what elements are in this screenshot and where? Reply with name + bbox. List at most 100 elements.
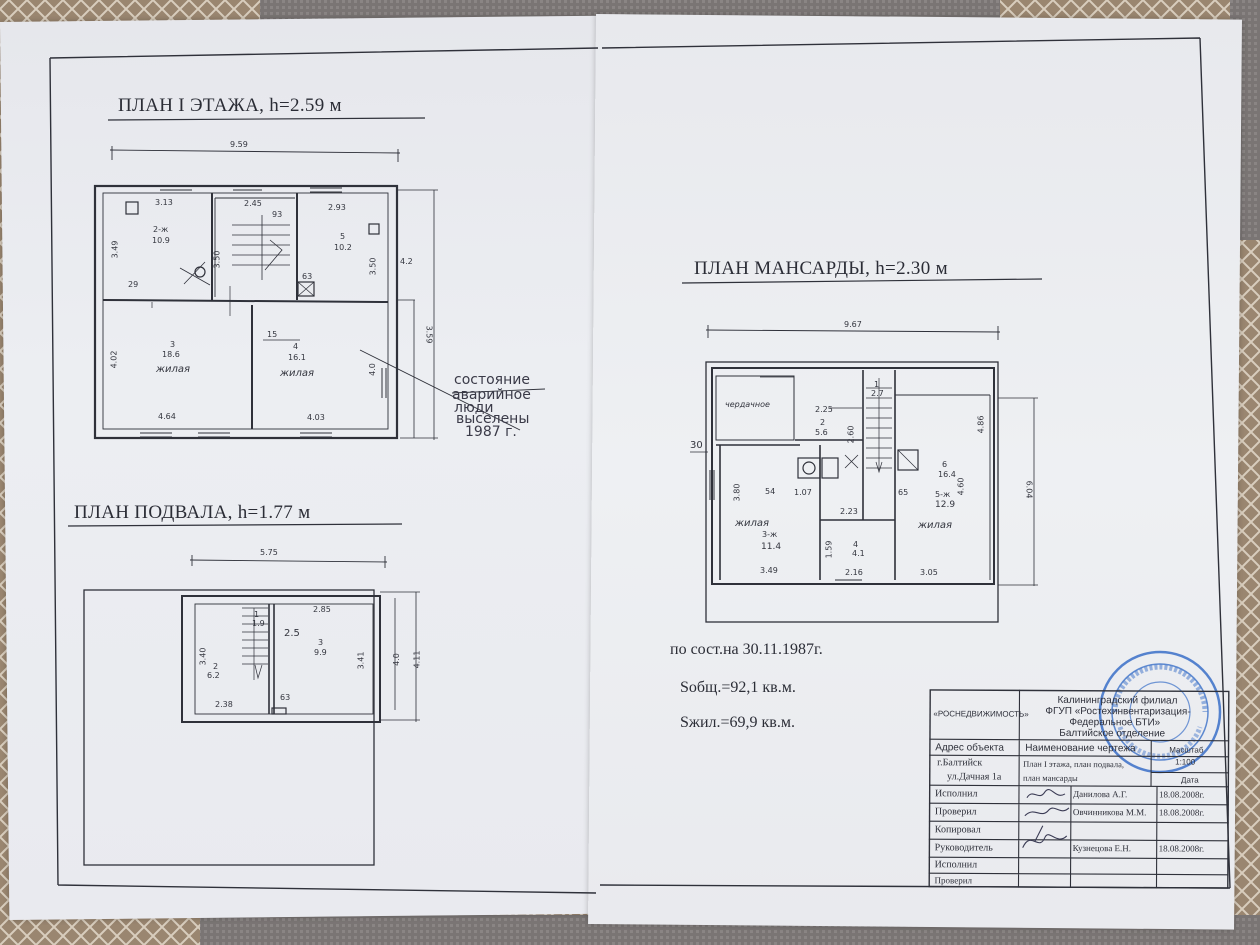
- date-label: Дата: [1181, 775, 1199, 785]
- basement-dim: 2.85: [313, 605, 331, 614]
- mansard-room-no: 1: [874, 380, 880, 389]
- mansard-room-area: 12.9: [935, 500, 956, 510]
- address-line: ул.Дачная 1а: [947, 771, 1002, 783]
- handwritten-note: выселены: [456, 411, 530, 427]
- title-block: «РОСНЕДВИЖИМОСТЬ» Калининградский филиал…: [928, 689, 1230, 889]
- floor1-dim: 4.64: [158, 412, 176, 421]
- basement-room-no: 3: [318, 638, 324, 647]
- basement-dim: 63: [280, 693, 291, 702]
- basement-dim: 3.40: [198, 647, 208, 666]
- floor1-dim: 3.50: [212, 250, 222, 269]
- mansard-width-dim: 9.67: [844, 320, 862, 329]
- basement-dim: 2.38: [215, 700, 233, 709]
- mansard-room-no: 2: [820, 418, 826, 427]
- floor1-dim: 29: [128, 280, 139, 289]
- floor1-dim: 4.02: [109, 350, 119, 369]
- mansard-dim: 54: [765, 487, 776, 496]
- mansard-room-no: 3-ж: [762, 530, 778, 539]
- mansard-title: ПЛАН МАНСАРДЫ, h=2.30 м: [694, 258, 948, 279]
- mansard-dim: 2.16: [845, 568, 863, 577]
- mansard-dim: 2.25: [815, 405, 833, 414]
- drawing-name-line: план мансарды: [1023, 772, 1078, 783]
- basement-room-no: 2: [213, 662, 219, 671]
- handwritten-note: 1987 г.: [465, 424, 517, 440]
- agency-name: «РОСНЕДВИЖИМОСТЬ»: [933, 709, 1029, 719]
- signatory-role: Исполнил: [934, 859, 978, 871]
- floor1-room-area: 18.6: [162, 350, 180, 359]
- floor1-dim: 63: [302, 272, 313, 281]
- mansard-height-dim: 6.04: [1024, 480, 1034, 499]
- basement-room-area: 9.9: [314, 648, 327, 657]
- signatory-role: Копировал: [934, 824, 981, 836]
- handwritten-note: аварийное: [452, 387, 531, 403]
- signature-marks: [1022, 789, 1070, 848]
- mansard-room-area: 4.1: [852, 549, 865, 558]
- floor1-room-no: 2-ж: [153, 225, 169, 234]
- drawing-name-line: План I этажа, план подвала,: [1023, 758, 1125, 770]
- floor1-dim: 3.13: [155, 198, 173, 207]
- signatory-name: Кузнецова Е.Н.: [1072, 842, 1132, 854]
- basement-room-area: 1.9: [252, 619, 265, 628]
- state-date-note: по сост.на 30.11.1987г.: [670, 641, 823, 658]
- mansard-dim: 1.59: [824, 540, 834, 559]
- signatory-date: 18.08.2008г.: [1158, 807, 1205, 818]
- signatory-role: Исполнил: [934, 788, 978, 800]
- mansard-room-no: 5-ж: [935, 490, 951, 499]
- floor1-room-no: 3: [170, 340, 176, 349]
- mansard-dim: 4.86: [976, 415, 986, 434]
- floor1-dim: 4.03: [307, 413, 325, 422]
- mansard-dim: 4.60: [956, 477, 966, 496]
- floor1-dim: 2.93: [328, 203, 346, 212]
- handwritten-note: состояние: [454, 372, 530, 388]
- mansard-dim: 2.23: [840, 507, 858, 516]
- signatory-name: Данилова А.Г.: [1072, 788, 1128, 800]
- mansard-room-label: жилая: [918, 520, 953, 531]
- address-line: г.Балтийск: [937, 757, 983, 769]
- floor1-room-area: 10.2: [334, 243, 352, 252]
- basement-dim: 3.41: [356, 651, 366, 670]
- mansard-dim: 3.05: [920, 568, 938, 577]
- floor1-room-no: 5: [340, 232, 346, 241]
- floor1-room-area: 10.9: [152, 236, 170, 245]
- floor1-room-label: жилая: [156, 364, 191, 375]
- handwritten-note: люди: [454, 400, 494, 416]
- mansard-dim: 3.49: [760, 566, 778, 575]
- drawing-name-label: Наименование чертежа: [1025, 742, 1136, 755]
- org-line: ФГУП «Ростехинвентаризация-: [1045, 705, 1191, 718]
- signatory-date: 18.08.2008г.: [1158, 789, 1205, 800]
- floor1-dim: 93: [272, 210, 283, 219]
- floor1-dim: 4.0: [367, 363, 377, 376]
- floor1-side-dim: 4.2: [400, 257, 413, 266]
- org-line: Федеральное БТИ»: [1069, 716, 1161, 729]
- basement-width-dim: 5.75: [260, 548, 278, 557]
- total-area: Sобщ.=92,1 кв.м.: [680, 679, 796, 696]
- signatory-role: Руководитель: [934, 842, 993, 854]
- scale-value: 1:100: [1175, 757, 1196, 767]
- floor1-title: ПЛАН I ЭТАЖА, h=2.59 м: [118, 95, 342, 116]
- mansard-dim: 3.80: [732, 483, 742, 502]
- signatory-date: 18.08.2008г.: [1158, 843, 1205, 854]
- floor1-right-dim: 3.59: [424, 325, 434, 344]
- mansard-side-dim: 30: [690, 440, 703, 451]
- basement-dim: 4.0: [391, 653, 401, 666]
- signatory-role: Проверил: [934, 806, 977, 818]
- mansard-room-area: 16.4: [938, 470, 956, 479]
- mansard-room-no: 4: [853, 540, 859, 549]
- floor1-dim: 2.45: [244, 199, 262, 208]
- floor1-width-dim: 9.59: [230, 140, 248, 149]
- floor1-dim: 3.50: [368, 257, 378, 276]
- signatory-name: Овчинникова М.М.: [1072, 806, 1147, 818]
- mansard-room-label: жилая: [735, 518, 770, 529]
- basement-room-no: 1: [254, 610, 260, 619]
- floor1-room-label: жилая: [280, 368, 315, 379]
- mansard-dim: 1.07: [794, 488, 812, 497]
- basement-dim: 4.11: [412, 650, 422, 669]
- scale-label: Масштаб: [1169, 745, 1204, 755]
- basement-dim: 2.5: [284, 628, 300, 639]
- org-line: Балтийское отделение: [1059, 727, 1166, 740]
- basement-title: ПЛАН ПОДВАЛА, h=1.77 м: [74, 502, 311, 523]
- basement-room-area: 6.2: [207, 671, 220, 680]
- signatory-role: Проверил: [934, 875, 973, 886]
- floor1-dim: 3.49: [110, 240, 120, 259]
